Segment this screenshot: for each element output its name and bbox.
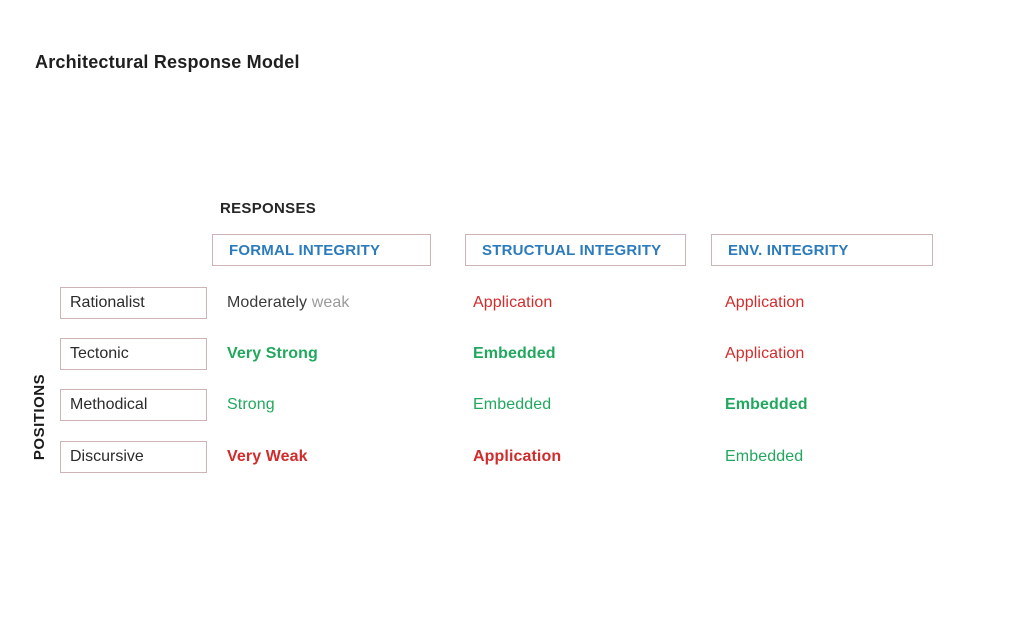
matrix-cell-r1-c2: Application bbox=[725, 343, 804, 365]
matrix-cell-text: weak bbox=[307, 294, 350, 311]
column-header-2: ENV. INTEGRITY bbox=[711, 234, 933, 266]
row-label-2: Methodical bbox=[60, 389, 207, 421]
matrix-cell-text: Embedded bbox=[473, 396, 552, 413]
row-label-0: Rationalist bbox=[60, 287, 207, 319]
column-header-1: STRUCTUAL INTEGRITY bbox=[465, 234, 686, 266]
row-label-1: Tectonic bbox=[60, 338, 207, 370]
matrix-cell-r0-c1: Application bbox=[473, 292, 552, 314]
column-header-label: STRUCTUAL INTEGRITY bbox=[482, 241, 662, 259]
matrix-cell-text: Embedded bbox=[725, 396, 808, 413]
matrix-cell-text: Very Weak bbox=[227, 448, 308, 465]
matrix-cell-r2-c2: Embedded bbox=[725, 394, 808, 416]
row-label-text: Tectonic bbox=[70, 345, 129, 362]
matrix-cell-r1-c1: Embedded bbox=[473, 343, 556, 365]
column-header-label: ENV. INTEGRITY bbox=[728, 241, 849, 259]
matrix-cell-text: Embedded bbox=[725, 448, 804, 465]
matrix-cell-r3-c0: Very Weak bbox=[227, 446, 308, 468]
matrix-cell-r0-c0: Moderately weak bbox=[227, 292, 349, 314]
matrix-cell-text: Application bbox=[473, 294, 553, 311]
matrix-cell-r3-c1: Application bbox=[473, 446, 561, 468]
positions-axis-label: POSITIONS bbox=[31, 373, 48, 461]
row-label-text: Rationalist bbox=[70, 294, 145, 311]
matrix-cell-text: Application bbox=[725, 294, 805, 311]
matrix-cell-text: Moderately bbox=[227, 294, 308, 311]
matrix-cell-text: Application bbox=[473, 448, 562, 465]
matrix-cell-text: Embedded bbox=[473, 345, 556, 362]
matrix-cell-r2-c0: Strong bbox=[227, 394, 275, 416]
matrix-cell-r1-c0: Very Strong bbox=[227, 343, 318, 365]
responses-axis-label: RESPONSES bbox=[220, 200, 317, 217]
matrix-cell-text: Very Strong bbox=[227, 345, 318, 362]
column-header-label: FORMAL INTEGRITY bbox=[229, 241, 381, 259]
matrix-cell-r3-c2: Embedded bbox=[725, 446, 803, 468]
row-label-3: Discursive bbox=[60, 441, 207, 473]
matrix-cell-r0-c2: Application bbox=[725, 292, 804, 314]
matrix-cell-r2-c1: Embedded bbox=[473, 394, 551, 416]
matrix-cell-text: Strong bbox=[227, 396, 275, 413]
row-label-text: Discursive bbox=[70, 448, 144, 465]
page-title: Architectural Response Model bbox=[35, 52, 300, 72]
matrix-cell-text: Application bbox=[725, 345, 805, 362]
row-label-text: Methodical bbox=[70, 396, 148, 413]
column-header-0: FORMAL INTEGRITY bbox=[212, 234, 431, 266]
